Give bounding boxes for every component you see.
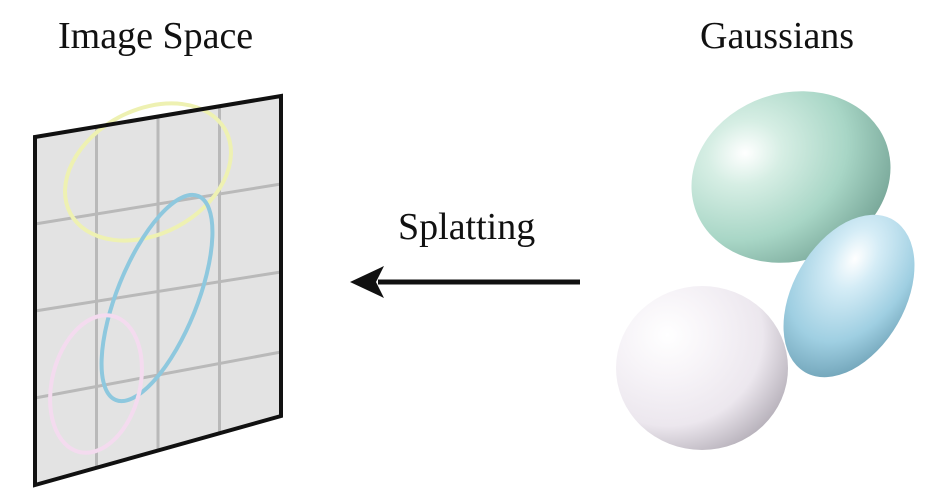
gaussian-green <box>691 91 891 263</box>
splat-yellow-ellipse <box>63 101 233 243</box>
splat-blue-ellipse <box>99 192 215 404</box>
gaussian-blue <box>783 214 915 378</box>
splat-pink-ellipse <box>48 313 144 455</box>
gaussian-white <box>616 286 788 450</box>
arrow-left-icon <box>350 266 580 298</box>
gaussians-title: Gaussians <box>700 15 855 57</box>
grid-line-h2 <box>34 270 282 313</box>
grid-line-h1 <box>34 182 282 226</box>
image-plane-frame <box>33 93 283 488</box>
image-space-title: Image Space <box>58 15 254 57</box>
gaussians-group <box>616 91 915 450</box>
splatting-label: Splatting <box>398 206 536 248</box>
image-plane <box>33 93 283 488</box>
